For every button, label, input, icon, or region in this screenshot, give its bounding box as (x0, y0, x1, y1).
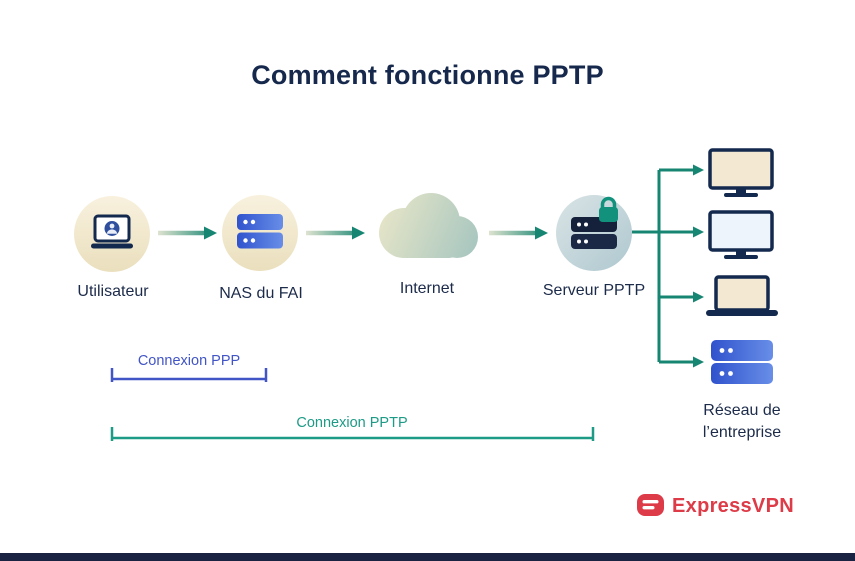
connexion-ppp-label: Connexion PPP (137, 353, 241, 369)
locked-server-icon (571, 196, 618, 249)
internet-node (379, 193, 478, 258)
node-label-utilisateur: Utilisateur (77, 283, 149, 300)
desktop-monitor-icon-2 (708, 210, 774, 259)
desktop-monitor-icon-1 (708, 148, 774, 197)
laptop-user-icon (91, 214, 133, 249)
serveur-pptp-node (556, 195, 632, 271)
enterprise-network-label-line2: l’entreprise (702, 424, 782, 441)
connexion-pptp-label: Connexion PPTP (296, 415, 408, 431)
brand-logo-icon (637, 494, 664, 516)
lock-body (599, 207, 618, 222)
flow-arrow-2 (306, 226, 365, 240)
lock-shackle (600, 196, 617, 208)
node-label-nas-du-fai: NAS du FAI (219, 285, 303, 302)
page-title: Comment fonctionne PPTP (251, 60, 604, 90)
laptop-icon (706, 275, 778, 316)
cloud-icon (379, 193, 478, 258)
isp-server-icon (237, 214, 283, 249)
connexion-ppp-bracket (110, 368, 268, 382)
nas-node (222, 195, 298, 271)
utilisateur-node (74, 196, 150, 272)
node-circle (556, 195, 632, 271)
enterprise-network-label-line1: Réseau de (703, 402, 781, 419)
footer-bar (0, 553, 855, 561)
flow-arrow-1 (158, 226, 217, 240)
brand-wordmark: ExpressVPN (672, 495, 794, 517)
connexion-pptp-bracket (110, 427, 595, 441)
branch-arrowheads (693, 164, 704, 368)
server-rack-icon (711, 340, 773, 384)
flow-arrow-3 (489, 226, 548, 240)
branch-lines (632, 168, 694, 364)
node-label-serveur-pptp: Serveur PPTP (542, 282, 646, 299)
node-label-internet: Internet (399, 280, 455, 297)
